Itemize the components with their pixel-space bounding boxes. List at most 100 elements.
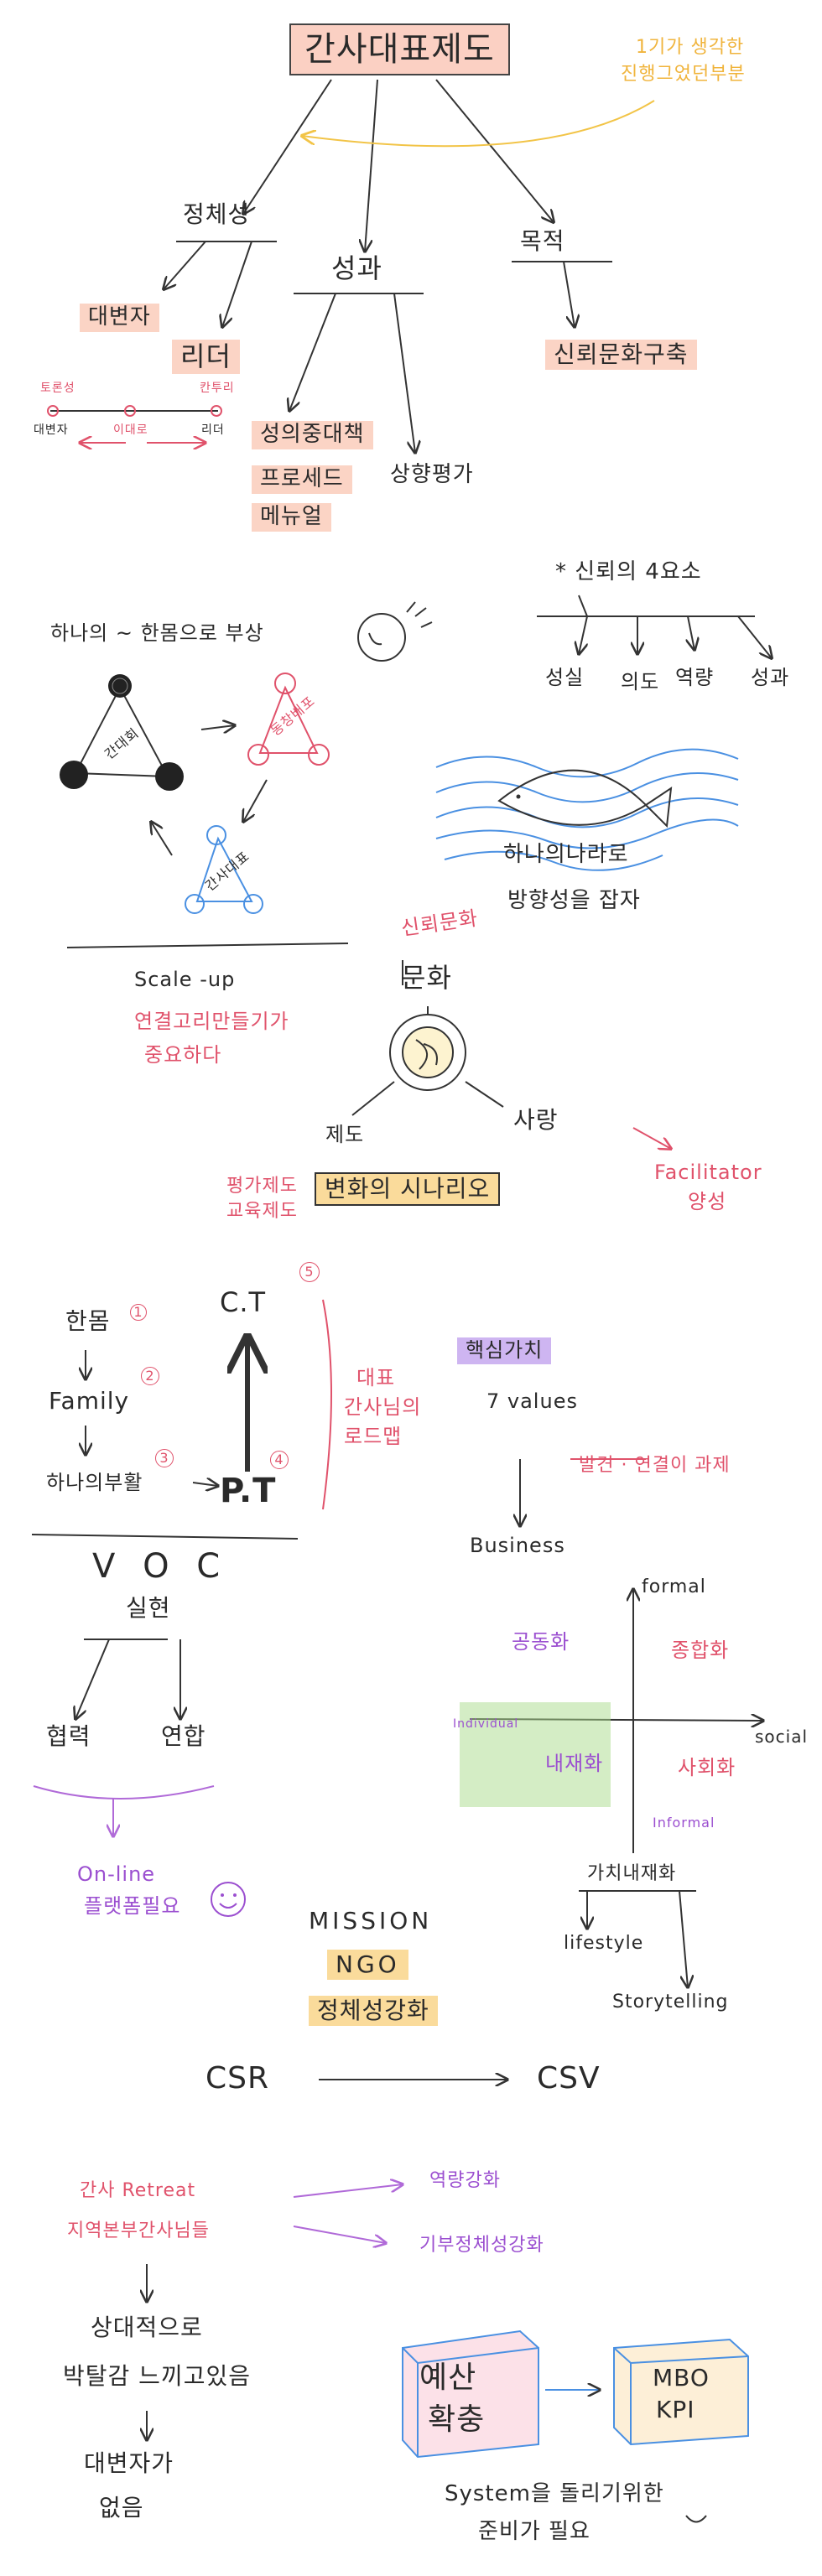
voc-label: V O C [92,1547,229,1586]
title-box: 간사대표제도 [289,23,510,75]
culture-label: 문화 [401,962,452,994]
branch-identity: 정체성 [183,200,251,228]
retreat-label: 간사 Retreat [80,2180,196,2201]
hanmom-label: 한몸 [65,1307,111,1335]
scale-left-label: 토론성 [40,382,75,395]
online-2: 플랫폼필요 [84,1894,181,1918]
pt-label: P.T [220,1472,277,1510]
voc-sub: 실현 [126,1594,171,1622]
family-label: Family [49,1387,130,1415]
note-line-1: 1기가 생각한 [636,37,745,58]
budget-1: 예산 [419,2360,477,2395]
one-body-title: 하나의 ~ 한몸으로 부상 [50,621,264,645]
branch-purpose: 목적 [520,227,565,255]
roadmap-3: 로드맵 [344,1425,403,1448]
trust-title: * 신뢰의 4요소 [555,559,702,584]
trust-item-2: 의도 [621,670,660,693]
rep-label: 대변자 [80,304,159,332]
link-line-2: 중요하다 [144,1043,222,1067]
mbo-label: MBO [653,2364,710,2392]
result-item-4: 상향평가 [390,462,474,487]
system-sub-1: 평가제도 [226,1176,298,1197]
scenario-box: 변화의 시나리오 [315,1172,501,1207]
num-4: 4 [270,1451,289,1469]
facilitator-2: 양성 [688,1190,727,1213]
system-prep-1: System을 돌리기위한 [445,2481,664,2506]
fish-caption-2: 방향성을 잡자 [507,888,641,913]
leader-label: 리더 [172,340,240,374]
roadmap [31,1299,646,1836]
roadmap-2: 간사님의 [344,1395,422,1419]
scale-bottom-left: 대변자 [34,423,69,437]
scale-bottom-right: 리더 [201,423,225,437]
fish-caption-1: 하나의나라로 [503,842,629,867]
no-rep-1: 대변자가 [84,2449,174,2477]
face-doodle [357,601,433,662]
num-1: 1 [130,1304,147,1321]
budget-2: 확충 [428,2402,486,2437]
branch-result: 성과 [331,252,382,284]
note-arrow [302,100,655,148]
scale-marks [47,405,222,443]
business-label: Business [470,1534,565,1557]
scale-right-label: 칸투리 [200,382,235,395]
love-label: 사랑 [513,1106,559,1134]
trust-item-3: 역량 [675,666,715,689]
axis-individual: Individual [453,1717,519,1731]
purpose-item: 신뢰문화구축 [545,340,697,371]
quadrant [319,1589,763,2080]
csv-label: CSV [537,2061,601,2096]
team-triangle [60,674,184,791]
coop-label: 협력 [46,1722,91,1750]
note-line-2: 진행그었던부분 [621,64,746,85]
regional-label: 지역본부간사님들 [67,2220,210,2241]
section-1-lines [50,79,612,453]
red-triangle [247,673,330,766]
flow-arrows [66,725,349,948]
trust-tree [537,595,772,658]
num-3: 3 [155,1449,174,1467]
num-2: 2 [141,1367,159,1385]
num-5: 5 [299,1262,320,1282]
capacity-label: 역량강화 [429,2170,501,2191]
smiley-faces [211,1882,707,2523]
identity-label: 정체성강화 [309,1996,438,2027]
system-sub-2: 교육제도 [226,1201,298,1222]
relative-1: 상대적으로 [91,2314,203,2341]
quadrant-top-left: 공동화 [512,1630,570,1654]
relative-2: 박탈감 느끼고있음 [63,2362,251,2390]
system-prep-2: 준비가 필요 [478,2519,590,2544]
lifestyle-label: lifestyle [564,1933,644,1954]
quadrant-bottom-right: 사회화 [678,1756,736,1779]
section-4-lines [147,2184,749,2459]
ngo-label: NGO [327,1950,408,1981]
core-values-label: 핵심가치 [457,1337,552,1364]
online-1: On-line [77,1862,156,1886]
mission-label: MISSION [309,1907,433,1935]
storytelling-label: Storytelling [612,1992,729,2012]
culture-diagram [351,960,671,1149]
trust-item-4: 성과 [751,666,790,689]
ct-label: C.T [220,1286,267,1318]
link-line-1: 연결고리만들기가 [134,1010,289,1033]
internal-label: 가치내재화 [587,1863,677,1884]
result-item-1: 성의중대책 [252,421,373,449]
facilitator-1: Facilitator [654,1161,762,1184]
roadmap-1: 대표 [356,1366,396,1389]
axis-social: social [755,1727,809,1747]
scale-mid-label: 이대로 [113,423,148,437]
fish-waves [435,748,739,871]
quadrant-top-right: 종합화 [671,1639,730,1662]
quadrant-bottom-left: 내재화 [545,1752,604,1775]
csr-label: CSR [206,2061,270,2096]
kpi-label: KPI [656,2396,695,2423]
union-label: 연합 [161,1722,206,1750]
blue-triangle [185,825,263,914]
axis-informal: Informal [653,1815,715,1831]
seven-values: 7 values [486,1389,578,1413]
no-rep-2: 없음 [99,2494,144,2521]
trust-item-1: 성실 [545,666,585,689]
result-item-3: 메뉴얼 [252,503,331,532]
corp-identity-label: 기부정체성강화 [419,2235,544,2256]
